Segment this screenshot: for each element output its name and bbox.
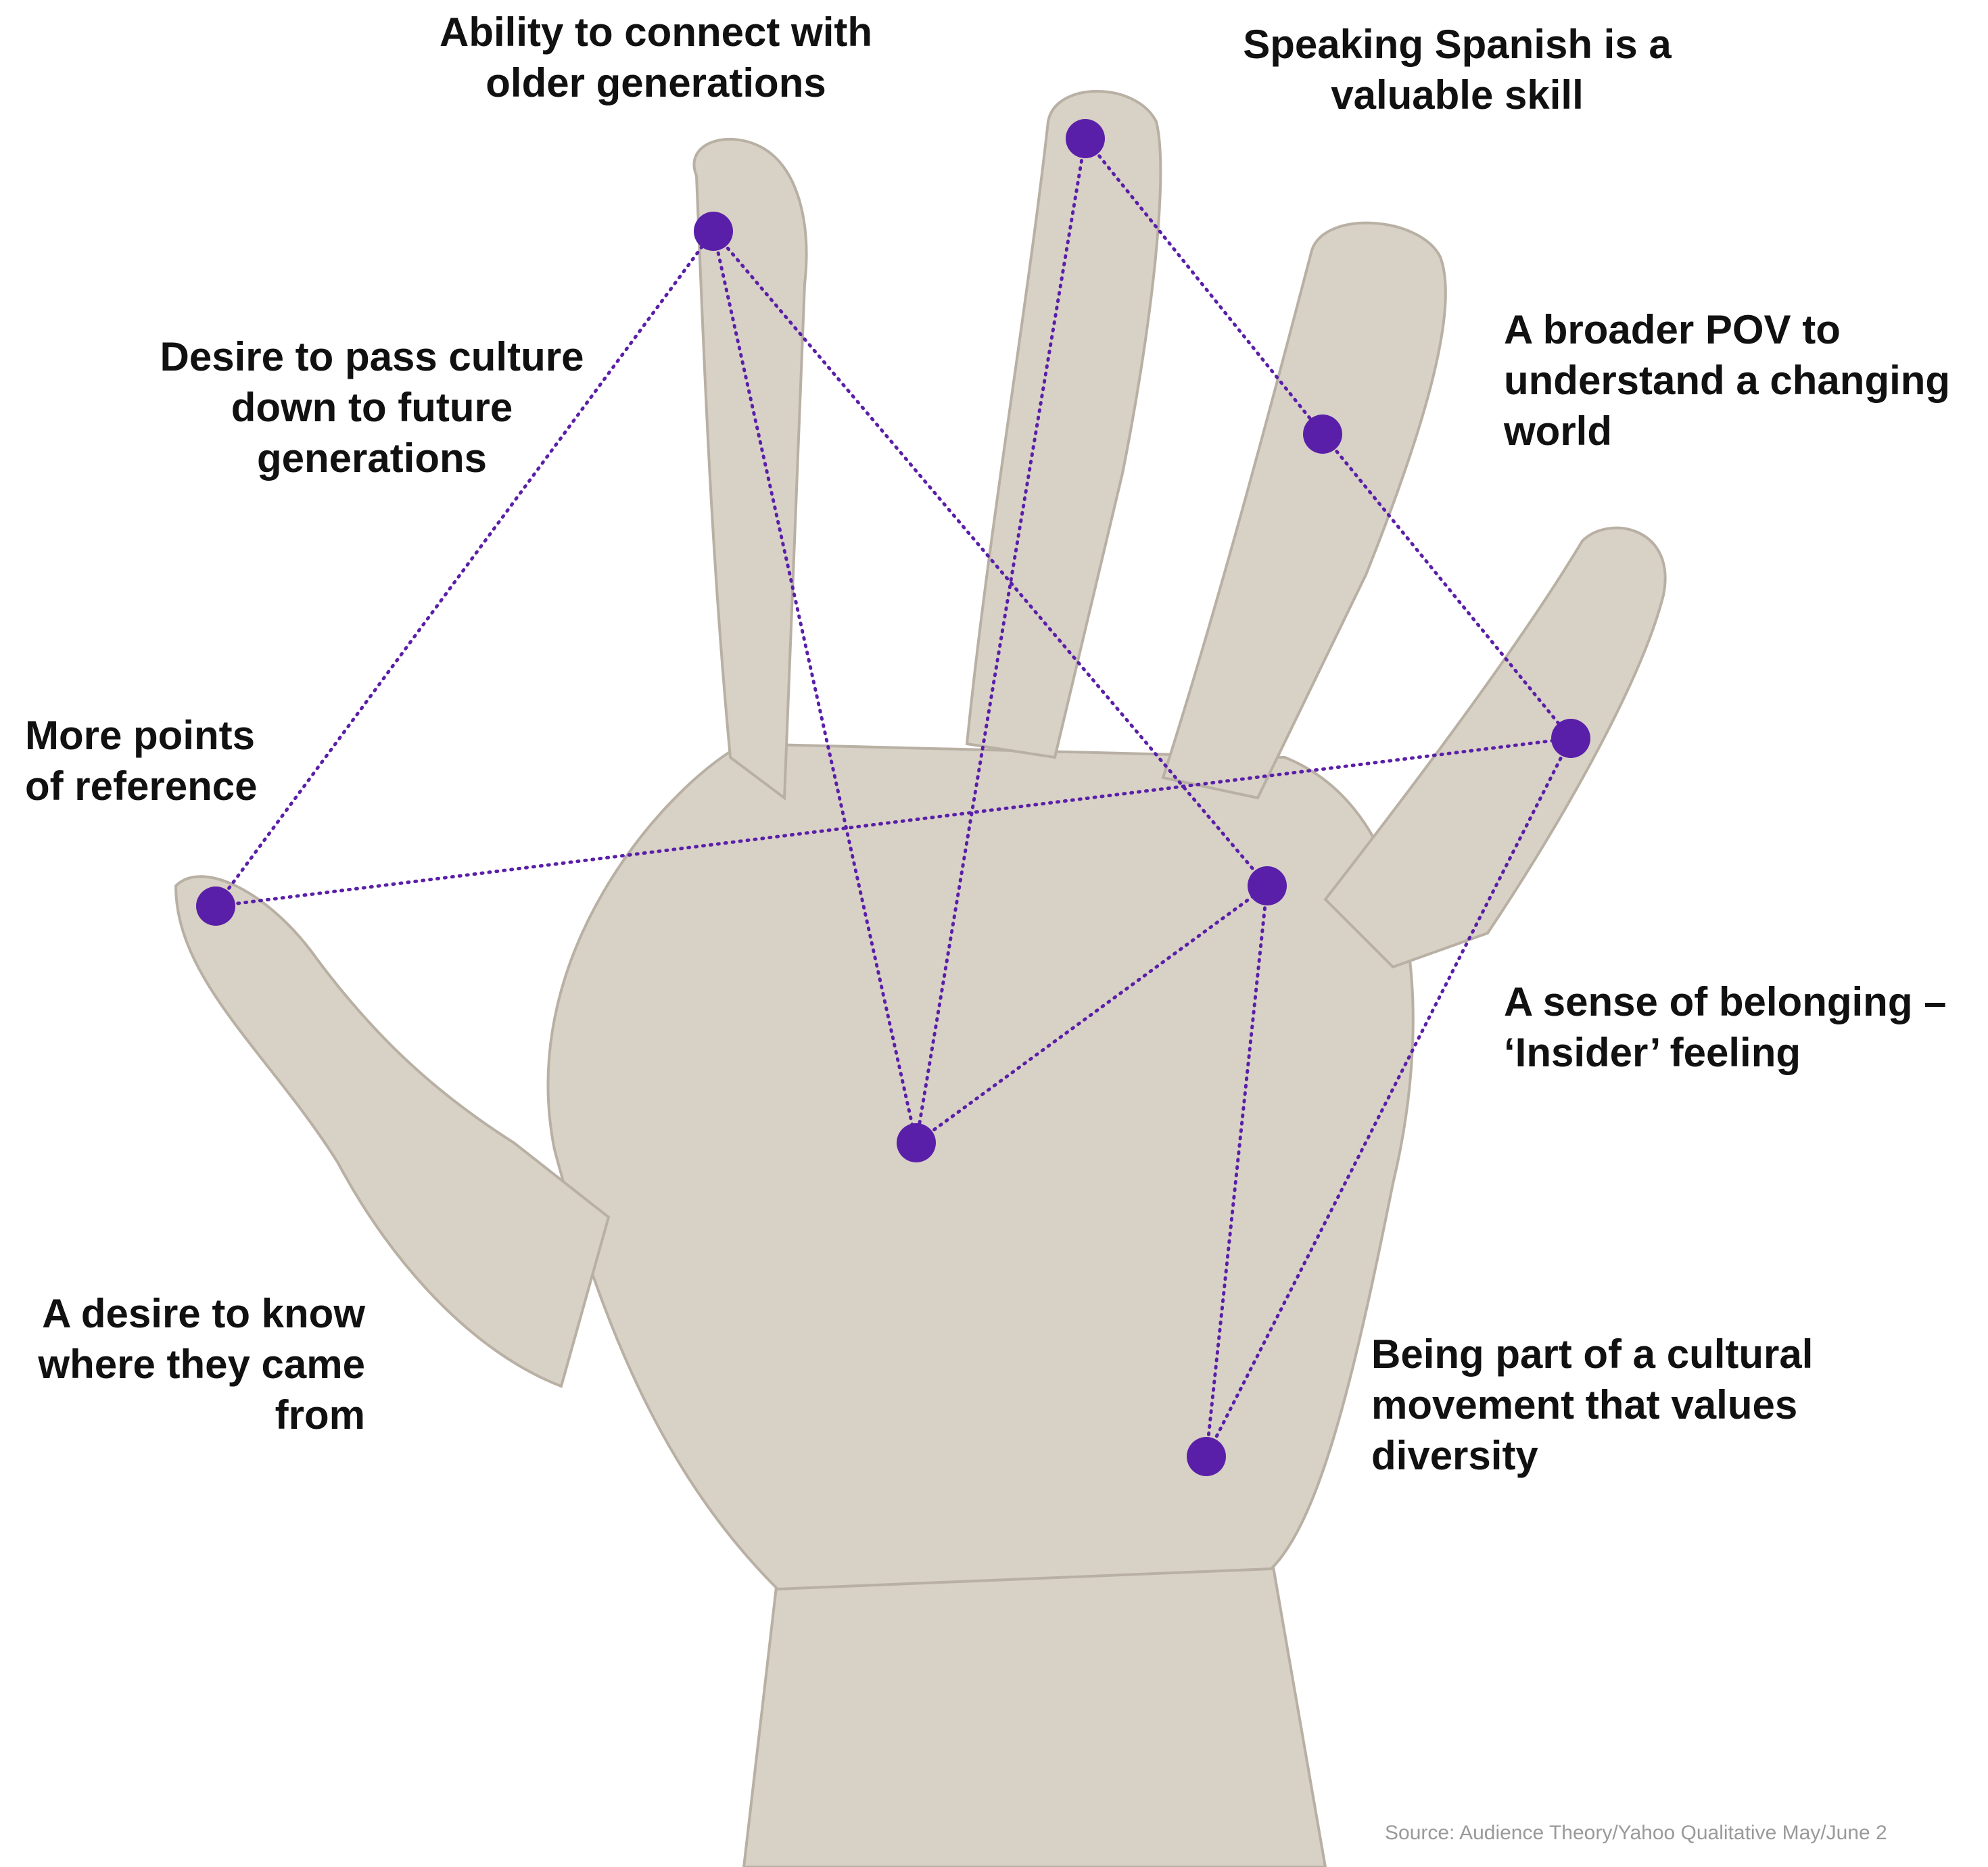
- label-older-generations: Ability to connect with older generation…: [406, 7, 906, 108]
- node-index-tip: [694, 212, 733, 251]
- label-cultural-movement: Being part of a cultural movement that v…: [1371, 1329, 1912, 1481]
- node-wrist: [1187, 1437, 1226, 1476]
- label-points-of-reference: More points of reference: [25, 710, 336, 811]
- label-broader-pov: A broader POV to understand a changing w…: [1504, 304, 1988, 456]
- node-pinky-tip: [1551, 719, 1590, 758]
- label-know-where-from: A desire to know where they came from: [7, 1288, 365, 1440]
- node-palm-right: [1248, 866, 1287, 905]
- source-note: Source: Audience Theory/Yahoo Qualitativ…: [1385, 1822, 1988, 1845]
- node-ring-joint: [1303, 415, 1342, 454]
- node-palm-center: [897, 1123, 936, 1162]
- label-belonging: A sense of belonging – ‘Insider’ feeling: [1504, 976, 1988, 1078]
- label-spanish-skill: Speaking Spanish is a valuable skill: [1197, 19, 1718, 120]
- node-thumb-tip: [196, 887, 235, 926]
- node-middle-tip: [1066, 119, 1105, 158]
- label-pass-culture: Desire to pass culture down to future ge…: [128, 331, 615, 483]
